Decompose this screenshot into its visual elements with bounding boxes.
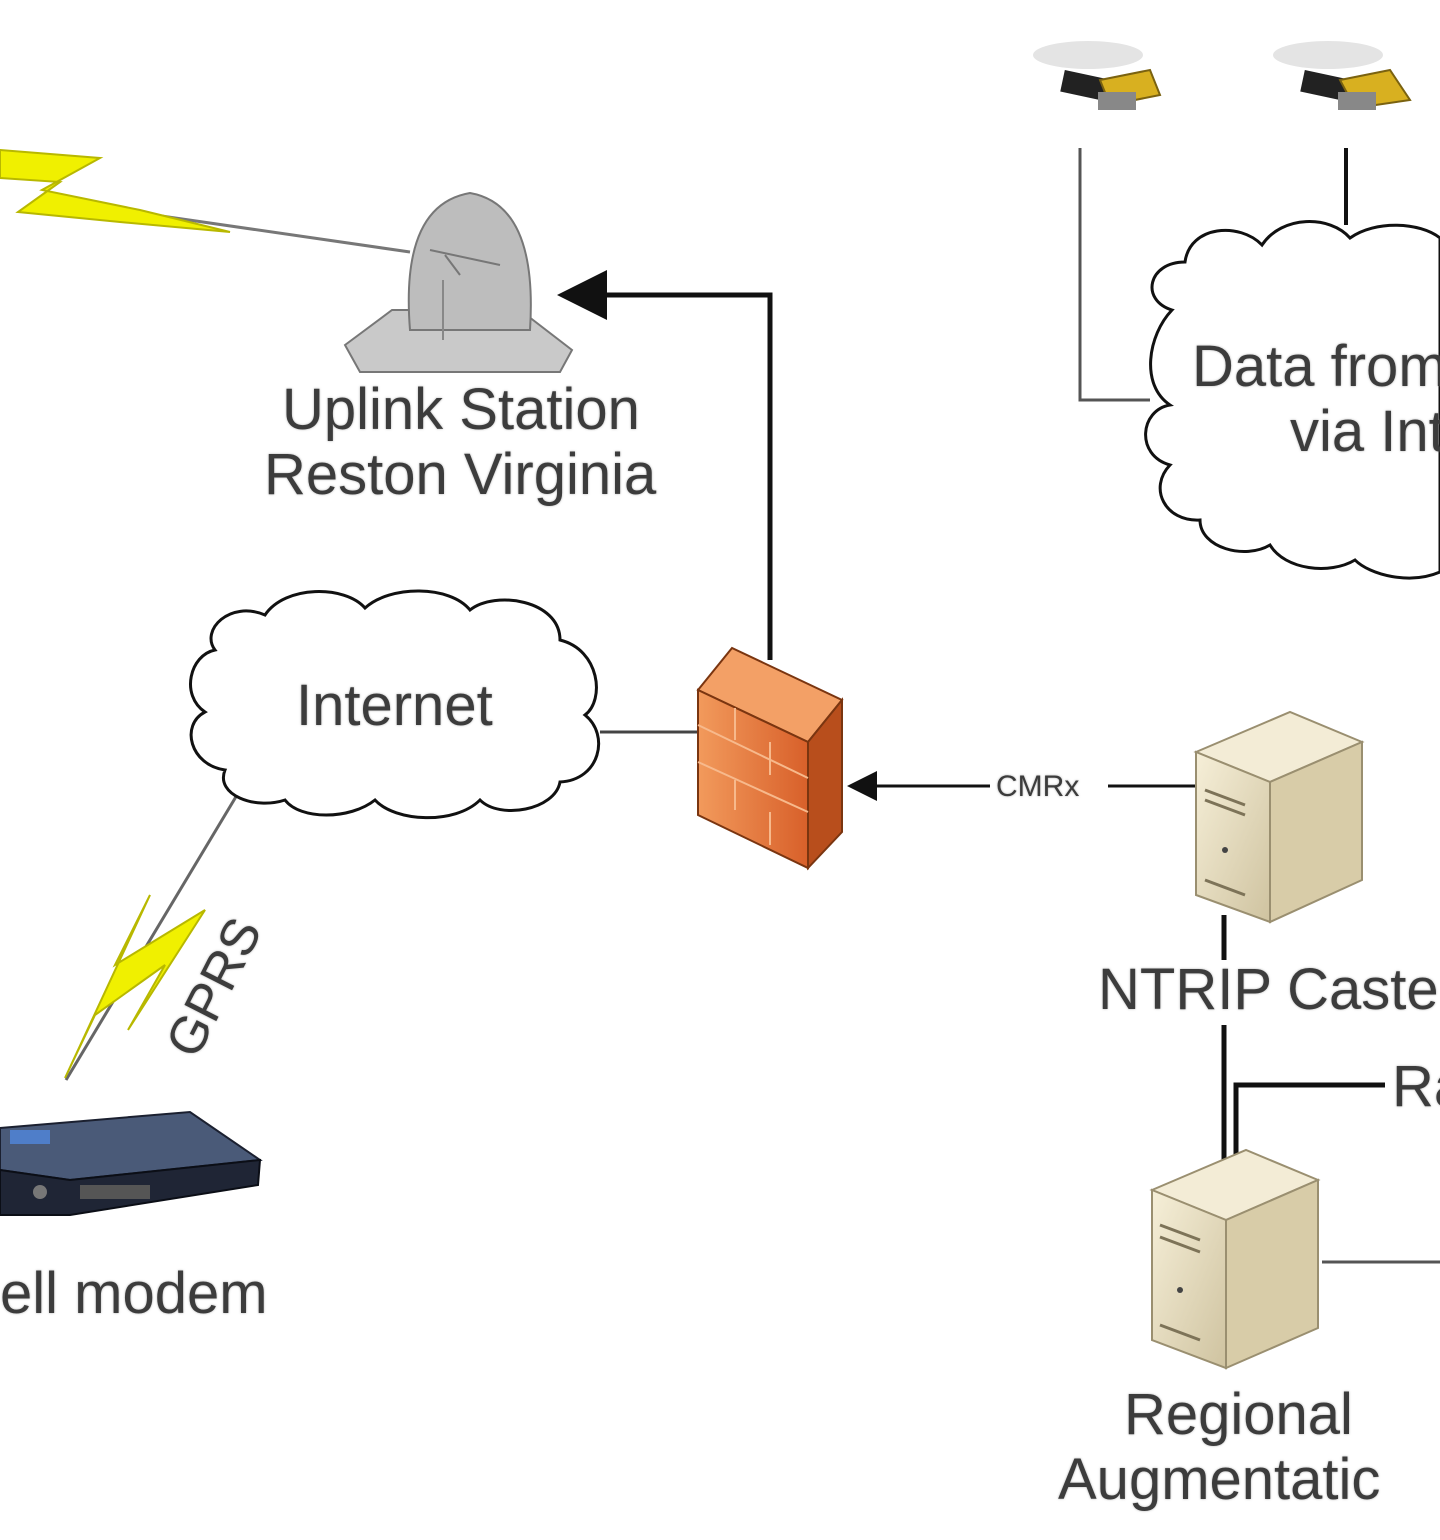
line-gprs xyxy=(64,789,242,1081)
internet-label: Internet xyxy=(296,673,493,738)
uplink-location-label: Reston Virginia xyxy=(264,442,657,507)
uplink-station-label: Uplink Station xyxy=(282,377,640,442)
line-ra xyxy=(1233,1082,1385,1170)
cell-modem-icon xyxy=(0,1110,263,1216)
server-icon xyxy=(1193,710,1365,924)
ntrip-caster-label: NTRIP Caste xyxy=(1098,957,1439,1022)
gps-antenna-icon xyxy=(1273,41,1412,110)
data-from-label: Data from xyxy=(1192,334,1440,399)
firewall-icon xyxy=(696,646,844,871)
augmentation-label: Augmentatic xyxy=(1058,1447,1381,1512)
satellite-dish-icon xyxy=(343,191,574,373)
gps-antenna-icon xyxy=(1033,41,1162,110)
cmrx-label: CMRx xyxy=(996,770,1080,803)
line-antenna1 xyxy=(1078,148,1150,402)
line-firewall-uplink xyxy=(557,270,773,660)
cloud-icon xyxy=(189,589,601,820)
via-internet-label: via Int xyxy=(1290,399,1440,464)
cloud-icon xyxy=(1144,220,1440,580)
lightning-icon xyxy=(0,148,231,233)
server-icon xyxy=(1149,1148,1321,1370)
ra-label: Ra xyxy=(1392,1054,1440,1119)
cell-modem-label: ell modem xyxy=(0,1261,268,1326)
lightning-icon xyxy=(64,894,206,1079)
regional-label: Regional xyxy=(1124,1382,1353,1447)
